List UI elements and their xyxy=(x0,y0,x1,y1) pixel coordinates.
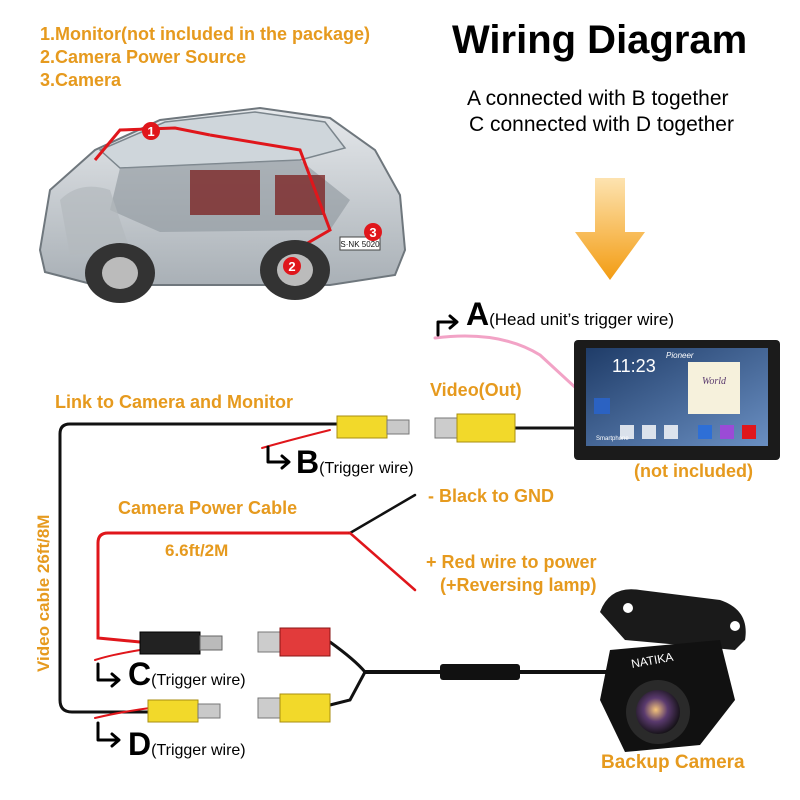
legend-item-1: 1.Monitor(not included in the package) xyxy=(40,24,371,44)
not-included-label: (not included) xyxy=(634,461,753,481)
black-gnd-label: - Black to GND xyxy=(428,486,555,506)
power-cable-label: Camera Power Cable xyxy=(118,498,298,518)
marker-2-label: 2 xyxy=(288,259,295,274)
rca-male-top xyxy=(336,415,410,439)
connector-b-letter: B xyxy=(296,444,320,480)
video-out-label: Video(Out) xyxy=(430,380,522,400)
camera-lens xyxy=(636,690,680,734)
subtitle-line-1: A connected with B together xyxy=(467,87,729,110)
connector-d-letter: D xyxy=(128,726,152,762)
video-cable-long xyxy=(58,422,342,714)
wire-d-red xyxy=(94,707,151,719)
monitor-time: 11:23 xyxy=(612,356,656,376)
corner-arrow-icon-c xyxy=(96,662,120,682)
connector-a-label: A(Head unit’s trigger wire) xyxy=(466,296,674,333)
subtitle-line-2: C connected with D together xyxy=(469,113,734,136)
backup-camera: NATIKA xyxy=(600,589,746,752)
red-power-label: + Red wire to power xyxy=(426,552,597,572)
down-arrow-icon xyxy=(575,178,645,280)
connector-a-note: (Head unit’s trigger wire) xyxy=(489,310,674,329)
legend-item-3: 3.Camera xyxy=(40,70,122,90)
connector-d-note: (Trigger wire) xyxy=(151,742,246,759)
marker-1-label: 1 xyxy=(147,124,154,139)
connector-b-label: B(Trigger wire) xyxy=(296,444,414,481)
rca-female-bottom xyxy=(257,693,331,723)
dc-power-plug xyxy=(139,631,223,655)
corner-arrow-icon-d xyxy=(96,721,120,742)
monitor-album: World xyxy=(702,376,727,387)
corner-arrow-icon-d-head xyxy=(110,732,121,748)
wire-a-pink xyxy=(433,334,580,392)
cable-junction xyxy=(440,664,520,680)
connector-c-note: (Trigger wire) xyxy=(151,672,246,689)
corner-arrow-icon-a xyxy=(436,320,457,337)
camera-split xyxy=(328,640,367,707)
corner-arrow-icon-b xyxy=(266,445,290,464)
legend-item-2: 2.Camera Power Source xyxy=(40,47,247,67)
reversing-lamp-label: (+Reversing lamp) xyxy=(440,575,597,595)
corner-arrow-icon-b-head xyxy=(280,454,291,470)
monitor-app-label: Smartphone xyxy=(596,436,629,442)
wires xyxy=(58,334,612,719)
connector-d-label: D(Trigger wire) xyxy=(128,726,246,763)
marker-3 xyxy=(364,223,382,241)
connector-c-letter: C xyxy=(128,656,152,692)
connector-a-letter: A xyxy=(466,296,490,332)
connector-c-label: C(Trigger wire) xyxy=(128,656,246,693)
car-illustration: S·NK 5020 1 2 3 xyxy=(38,106,407,303)
video-cable-label: Video cable 26ft/8M xyxy=(34,514,53,672)
head-unit-monitor: 11:23 Pioneer World Smartphone xyxy=(574,340,780,460)
backup-camera-label: Backup Camera xyxy=(601,752,745,773)
wire-c-red xyxy=(94,649,141,661)
marker-3-label: 3 xyxy=(369,225,376,240)
corner-arrow-icon-a-head xyxy=(448,314,459,330)
rca-female-video-out xyxy=(434,413,516,443)
power-wire xyxy=(348,531,417,592)
rca-red-female xyxy=(257,627,331,657)
page-title: Wiring Diagram xyxy=(452,18,748,62)
car-plate: S·NK 5020 xyxy=(340,240,380,249)
monitor-brand: Pioneer xyxy=(666,351,694,360)
connector-b-note: (Trigger wire) xyxy=(319,460,414,477)
marker-1 xyxy=(142,122,160,140)
rca-male-bottom xyxy=(147,699,221,723)
corner-arrow-icon-c-head xyxy=(110,672,121,688)
link-label: Link to Camera and Monitor xyxy=(55,392,294,412)
gnd-wire xyxy=(348,493,417,535)
marker-2 xyxy=(283,257,301,275)
power-length-label: 6.6ft/2M xyxy=(165,541,229,560)
power-cable-red xyxy=(96,531,352,644)
